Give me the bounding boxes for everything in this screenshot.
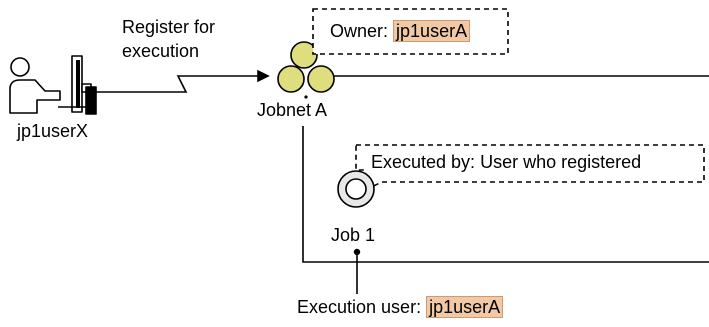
owner-label: Owner: <box>330 21 394 41</box>
register-arrow <box>93 69 270 93</box>
jobnet-icon <box>277 41 335 93</box>
execution-user-label: Execution user: <box>297 297 427 317</box>
owner-text: Owner: jp1userA <box>330 20 471 42</box>
execution-user-value: jp1userA <box>426 296 504 318</box>
job-label: Job 1 <box>331 225 376 245</box>
user-label: jp1userX <box>17 121 89 141</box>
jobnet-frame <box>302 75 709 263</box>
register-label-line2: execution <box>122 41 200 61</box>
execution-user-text: Execution user: jp1userA <box>297 296 504 318</box>
executed-by-label: Executed by: User who registered <box>371 152 642 172</box>
executed-by-callout <box>355 144 705 192</box>
execution-user-connector <box>353 248 361 294</box>
register-label-line1: Register for <box>122 17 216 37</box>
job-icon <box>337 170 375 208</box>
owner-value: jp1userA <box>393 20 471 42</box>
jobnet-dot <box>304 95 308 99</box>
user-at-computer-icon <box>9 55 97 115</box>
jobnet-label: Jobnet A <box>257 100 328 120</box>
